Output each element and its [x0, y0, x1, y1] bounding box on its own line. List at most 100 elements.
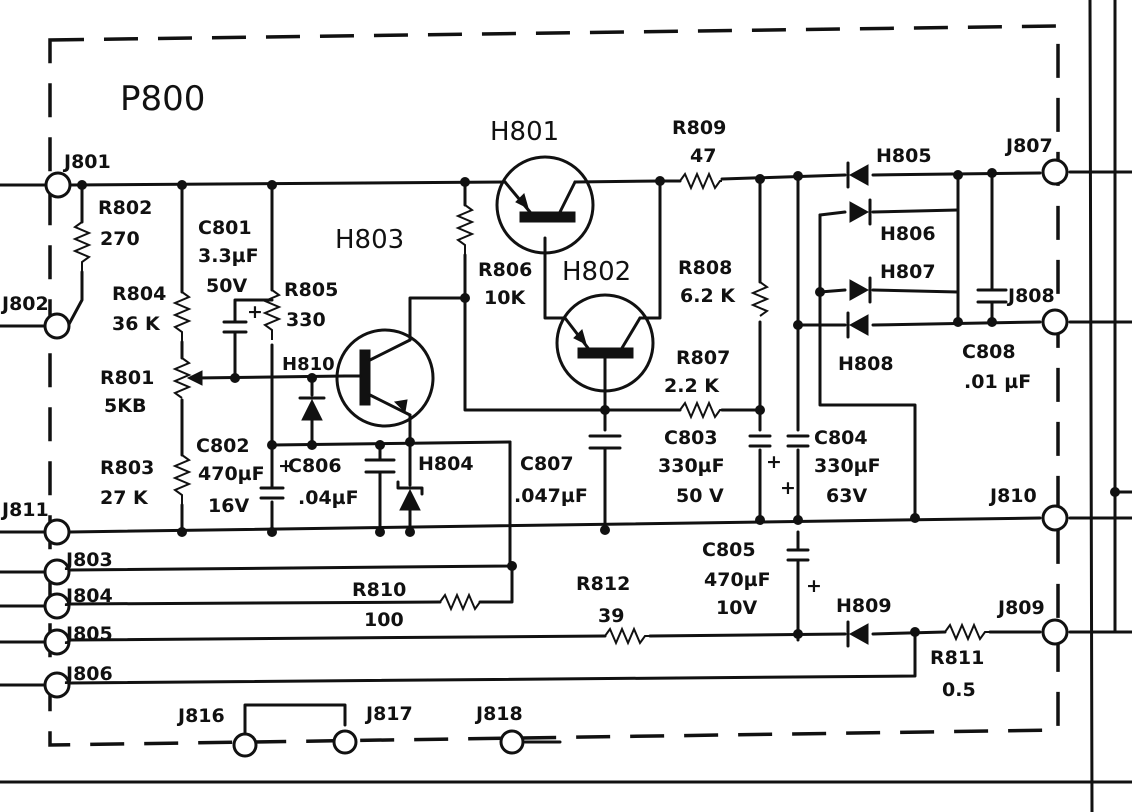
j805-label: J805 — [64, 623, 113, 645]
r807-value: 2.2 K — [664, 375, 720, 397]
j811-label: J811 — [0, 499, 49, 521]
j816-label: J816 — [176, 705, 225, 727]
r809-ref: R809 — [672, 117, 726, 139]
c806-value: .04µF — [298, 487, 359, 509]
h804-label: H804 — [418, 453, 474, 475]
c805-voltage: 10V — [716, 597, 757, 619]
h806-label: H806 — [880, 223, 936, 245]
c803-voltage: 50 V — [676, 485, 724, 507]
terminal-j801 — [44, 171, 72, 199]
c803-ref: C803 — [664, 427, 718, 449]
r801-wiper-arrow — [186, 370, 203, 386]
terminal-j807 — [1041, 158, 1069, 186]
c804-plus: + — [780, 477, 796, 499]
r812-value: 39 — [598, 605, 624, 627]
h809-label: H809 — [836, 595, 892, 617]
h810-label: H810 — [282, 354, 335, 375]
c808-symbol — [976, 288, 1008, 304]
terminal-j802 — [43, 312, 71, 340]
j808-label: J808 — [1006, 285, 1055, 307]
r811-value: 0.5 — [942, 679, 976, 701]
r811-ref: R811 — [930, 647, 984, 669]
c808-value: .01 µF — [964, 371, 1031, 393]
r804-ref: R804 — [112, 283, 166, 305]
c804-symbol — [786, 434, 810, 448]
r802-ref: R802 — [98, 197, 152, 219]
c807-ref: C807 — [520, 453, 574, 475]
r804-value: 36 K — [112, 313, 161, 335]
h808-symbol — [846, 311, 869, 339]
j818-label: J818 — [474, 703, 523, 725]
terminal-j810 — [1041, 504, 1069, 532]
h807-symbol — [849, 276, 872, 304]
terminal-j804 — [43, 592, 71, 620]
c802-symbol — [259, 486, 285, 500]
terminal-j818 — [499, 729, 525, 755]
c808-ref: C808 — [962, 341, 1016, 363]
r804-symbol — [172, 291, 192, 342]
terminal-j808 — [1041, 308, 1069, 336]
c805-plus: + — [806, 575, 822, 597]
h802-symbol — [555, 293, 655, 393]
c805-ref: C805 — [702, 539, 756, 561]
r806-symbol — [455, 204, 475, 255]
r809-symbol — [679, 171, 722, 191]
r803-symbol — [172, 454, 192, 505]
r810-ref: R810 — [352, 579, 406, 601]
c804-voltage: 63V — [826, 485, 867, 507]
r808-symbol — [750, 281, 770, 317]
j804-label: J804 — [64, 585, 113, 607]
c804-ref: C804 — [814, 427, 868, 449]
j817-label: J817 — [364, 703, 413, 725]
c805-symbol — [786, 548, 810, 562]
r801-ref: R801 — [100, 367, 154, 389]
terminal-j805 — [43, 628, 71, 656]
j802-label: J802 — [0, 293, 49, 315]
r806-ref: R806 — [478, 259, 532, 281]
r808-value: 6.2 K — [680, 285, 736, 307]
h804-symbol — [396, 480, 424, 511]
r801-symbol — [172, 357, 192, 399]
r803-ref: R803 — [100, 457, 154, 479]
c807-symbol — [588, 434, 622, 457]
h801-symbol — [495, 155, 595, 255]
r806-value: 10K — [484, 287, 526, 309]
j801-label: J801 — [62, 151, 111, 173]
h807-label: H807 — [880, 261, 936, 283]
r802-value: 270 — [100, 228, 140, 250]
c801-value: 3.3µF — [198, 245, 259, 267]
r802-symbol — [72, 221, 92, 272]
terminal-j811 — [43, 518, 71, 546]
h809-symbol — [846, 620, 869, 648]
r807-symbol — [679, 400, 722, 420]
diode-symbols — [298, 161, 872, 648]
c807-value: .047µF — [514, 485, 588, 507]
c801-symbol — [222, 320, 248, 352]
c803-plus: + — [766, 451, 782, 473]
c801-voltage: 50V — [206, 275, 247, 297]
r805-ref: R805 — [284, 279, 338, 301]
r810-value: 100 — [364, 609, 404, 631]
j810-label: J810 — [988, 485, 1037, 507]
h806-symbol — [849, 198, 872, 226]
j807-label: J807 — [1004, 135, 1053, 157]
r808-ref: R808 — [678, 257, 732, 279]
c802-plus: + — [278, 455, 294, 477]
c806-ref: C806 — [288, 455, 342, 477]
transistor-symbols — [335, 155, 655, 428]
h805-label: H805 — [876, 145, 932, 167]
board-outline — [48, 24, 1060, 747]
c805-value: 470µF — [704, 569, 771, 591]
r810-symbol — [439, 592, 481, 612]
terminal-j816 — [232, 732, 258, 758]
c804-value: 330µF — [814, 455, 881, 477]
r805-value: 330 — [286, 309, 326, 331]
terminals — [43, 158, 1069, 758]
c802-value: 470µF — [198, 463, 265, 485]
h805-symbol — [846, 161, 869, 189]
resistor-symbols — [72, 171, 990, 646]
c802-voltage: 16V — [208, 495, 249, 517]
j809-label: J809 — [996, 597, 1045, 619]
